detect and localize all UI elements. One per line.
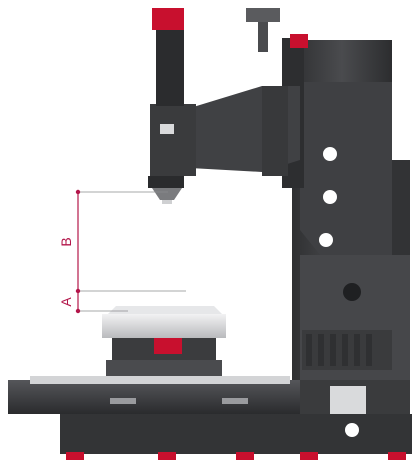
dim-dot-top bbox=[75, 189, 81, 195]
dim-dot-bottom bbox=[75, 308, 81, 314]
dim-dot-mid bbox=[75, 288, 81, 294]
machine-base bbox=[8, 376, 412, 454]
leveling-feet bbox=[66, 452, 406, 460]
dim-label-b: B bbox=[58, 237, 74, 246]
worktable bbox=[102, 306, 226, 380]
dimension-annotations: B A bbox=[58, 189, 186, 314]
spindle-head bbox=[148, 8, 300, 204]
dim-label-a: A bbox=[58, 297, 74, 307]
machine-column bbox=[246, 8, 410, 400]
